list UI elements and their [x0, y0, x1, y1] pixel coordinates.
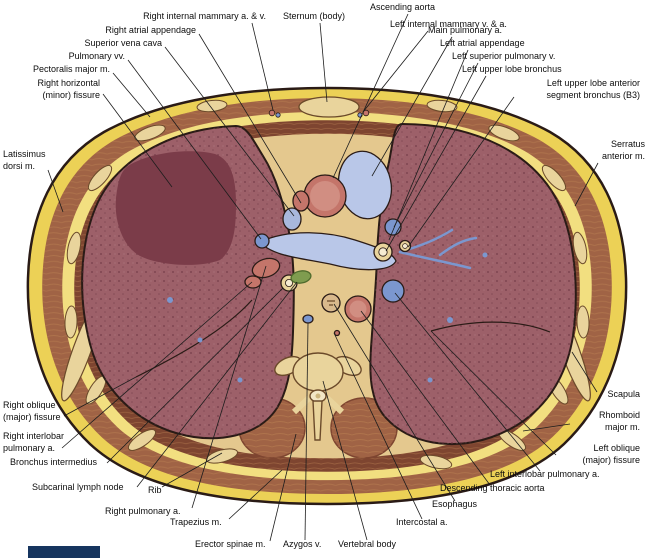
azygos-vein-vessel	[302, 314, 314, 324]
sternum-bone	[298, 96, 360, 118]
right-interlobar-pa-vessel	[244, 275, 262, 289]
right-atrial-appendage-vessel	[292, 190, 310, 212]
left-superior-pulmonary-vein	[384, 218, 402, 236]
left-interlobar-pa-vessel	[381, 279, 405, 303]
right-upper-lobe-dark-region	[115, 151, 236, 265]
vertebral-body-shape	[292, 352, 344, 392]
left-atrium	[258, 232, 397, 271]
spinous-process	[312, 400, 323, 441]
footer-accent-bar	[28, 546, 100, 558]
superior-vena-cava-vessel	[282, 207, 302, 231]
right-pulmonary-vein	[254, 233, 270, 249]
subcarinal-lymph-node-shape	[290, 270, 312, 284]
intercostal-artery-dot	[333, 329, 341, 337]
esophagus-shape	[321, 293, 341, 313]
